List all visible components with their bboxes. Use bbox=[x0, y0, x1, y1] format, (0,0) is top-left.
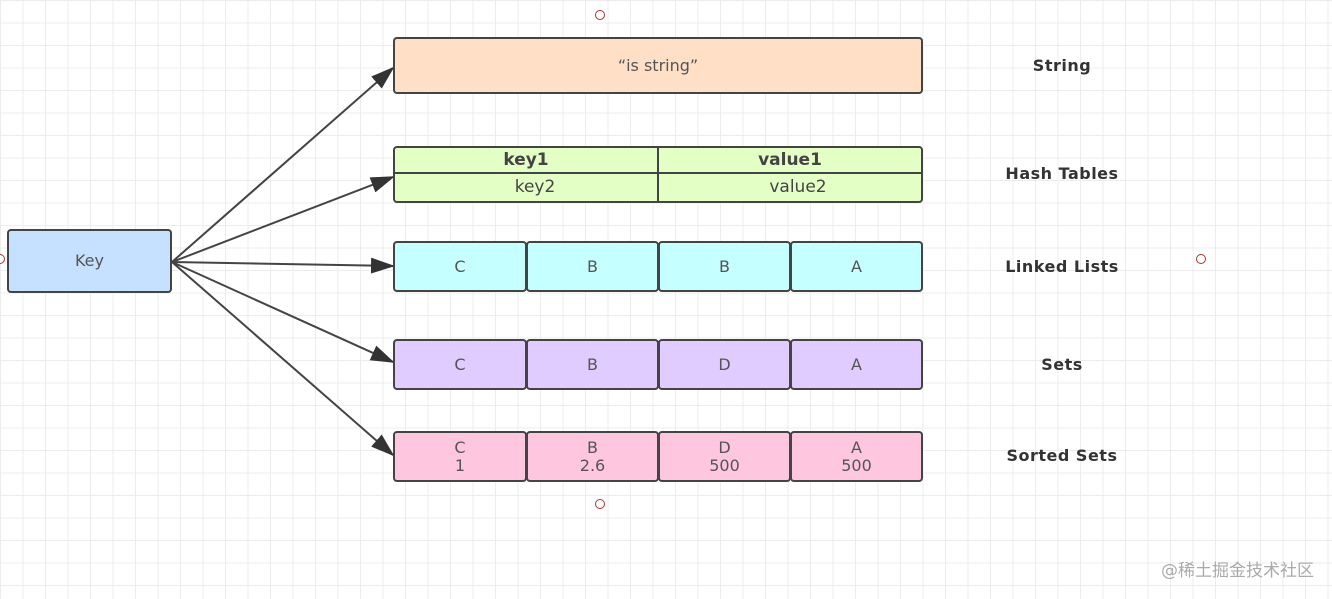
set-cell[interactable]: D bbox=[658, 339, 791, 390]
member: C bbox=[454, 437, 466, 457]
watermark: @稀土掘金技术社区 bbox=[1161, 561, 1314, 581]
set-cell[interactable]: A bbox=[790, 339, 923, 390]
hash-key2: key2 bbox=[395, 174, 659, 201]
label-hash: Hash Tables bbox=[1005, 164, 1119, 183]
arrow-hash bbox=[171, 176, 395, 263]
linked-cell[interactable]: B bbox=[658, 241, 791, 292]
handle[interactable] bbox=[595, 10, 605, 20]
handle[interactable] bbox=[1196, 254, 1206, 264]
arrow-sorted bbox=[171, 261, 395, 457]
score: 2.6 bbox=[579, 455, 606, 475]
hash-value1: value1 bbox=[659, 148, 921, 174]
score: 500 bbox=[841, 455, 872, 475]
linked-cell[interactable]: C bbox=[393, 241, 527, 292]
arrow-sets bbox=[171, 261, 395, 363]
hash-node[interactable]: key1 value1 key2 value2 bbox=[393, 146, 923, 203]
handle[interactable] bbox=[595, 499, 605, 509]
label-linked: Linked Lists bbox=[1005, 257, 1119, 276]
arrow-string bbox=[171, 66, 395, 263]
score: 500 bbox=[709, 455, 740, 475]
member: A bbox=[851, 437, 862, 457]
score: 1 bbox=[454, 455, 466, 475]
label-sorted: Sorted Sets bbox=[1006, 446, 1118, 465]
arrow-linked bbox=[171, 257, 395, 274]
member: B bbox=[587, 437, 598, 457]
set-cell[interactable]: B bbox=[526, 339, 659, 390]
linked-cell[interactable]: A bbox=[790, 241, 923, 292]
member: D bbox=[718, 437, 731, 457]
label-sets: Sets bbox=[1041, 355, 1083, 374]
hash-value2: value2 bbox=[769, 177, 827, 197]
label-string: String bbox=[1032, 56, 1092, 75]
key-node[interactable]: Key bbox=[7, 229, 172, 293]
set-cell[interactable]: C bbox=[393, 339, 527, 390]
string-node[interactable]: “is string” bbox=[393, 37, 923, 94]
linked-cell[interactable]: B bbox=[526, 241, 659, 292]
hash-key1: key1 bbox=[395, 148, 659, 174]
